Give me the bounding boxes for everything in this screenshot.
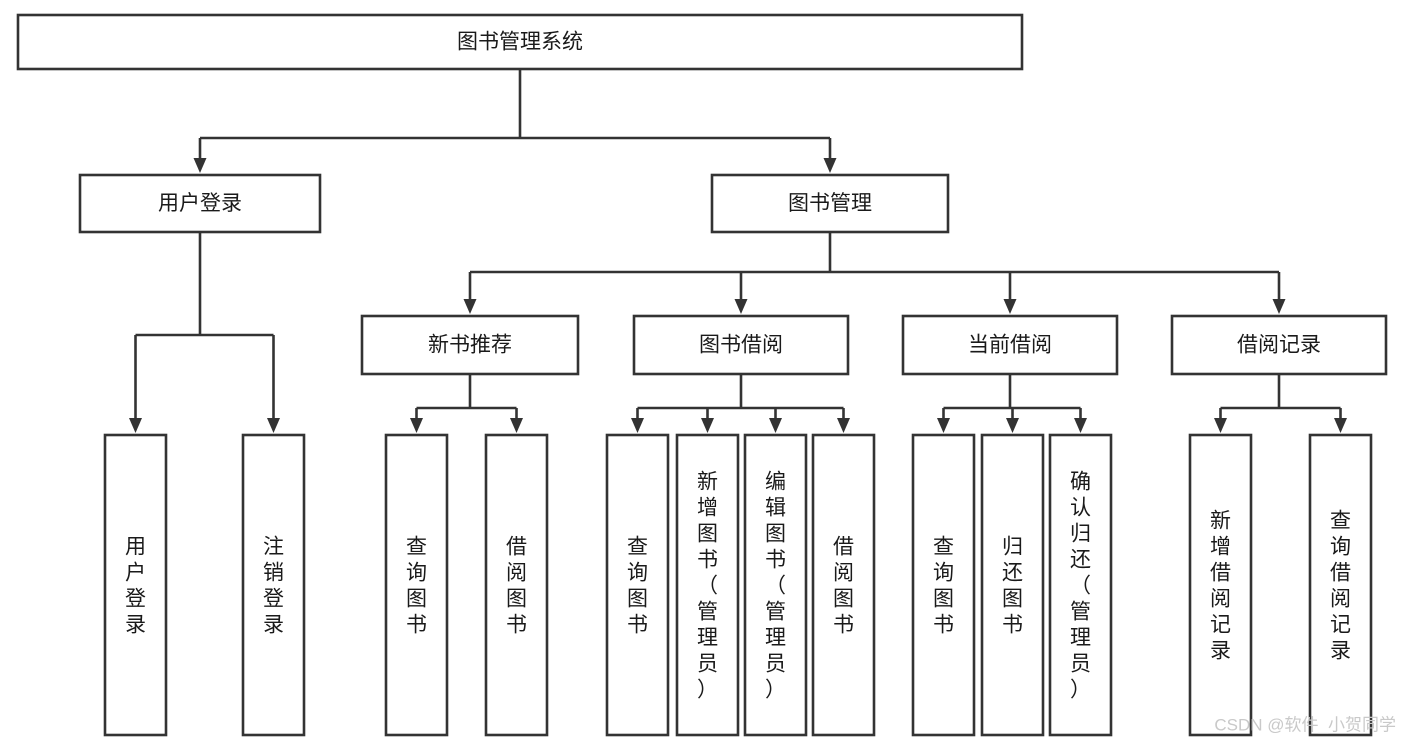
node-box-leaf-logout	[241, 433, 306, 737]
node-label-leaf-query-book-1: 查询图书	[406, 535, 427, 636]
arrow-head-borrow-record	[1272, 299, 1286, 314]
node-label-leaf-add-borrow-record: 新增借阅记录	[1210, 509, 1231, 662]
arrow-head-new-book-recommend	[463, 299, 477, 314]
node-box-user-login	[78, 173, 322, 234]
node-book-borrow[interactable]: 图书借阅	[632, 314, 850, 376]
node-leaf-borrow-book-2[interactable]: 借阅图书	[811, 433, 876, 737]
node-box-leaf-confirm-return-admin	[1048, 433, 1113, 737]
arrow-head-leaf-confirm-return-admin	[1074, 418, 1087, 433]
node-label-user-login: 用户登录	[158, 192, 242, 215]
node-label-borrow-record: 借阅记录	[1237, 334, 1321, 357]
arrow-head-leaf-edit-book-admin	[769, 418, 782, 433]
node-label-leaf-logout: 注销登录	[263, 535, 284, 636]
node-label-leaf-borrow-book-2: 借阅图书	[833, 535, 854, 636]
node-root[interactable]: 图书管理系统	[16, 13, 1024, 71]
node-box-root	[16, 13, 1024, 71]
arrow-head-leaf-query-book-3	[937, 418, 950, 433]
arrow-head-leaf-query-book-2	[631, 418, 644, 433]
arrow-head-current-borrow	[1003, 299, 1017, 314]
node-label-leaf-add-book-admin: 新增图书（管理员）	[697, 470, 718, 701]
node-label-leaf-confirm-return-admin: 确认归还（管理员）	[1070, 470, 1091, 701]
arrow-head-leaf-borrow-book-1	[510, 418, 523, 433]
node-leaf-query-book-1[interactable]: 查询图书	[384, 433, 449, 737]
node-label-new-book-recommend: 新书推荐	[428, 334, 512, 357]
arrow-head-user-login	[193, 158, 207, 173]
node-box-leaf-query-book-1	[384, 433, 449, 737]
node-leaf-edit-book-admin[interactable]: 编辑图书（管理员）	[743, 433, 808, 737]
node-label-leaf-query-borrow-record: 查询借阅记录	[1330, 509, 1351, 662]
arrow-head-leaf-user-login	[129, 418, 142, 433]
node-label-leaf-user-login: 用户登录	[125, 535, 146, 636]
node-leaf-confirm-return-admin[interactable]: 确认归还（管理员）	[1048, 433, 1113, 737]
arrow-head-leaf-return-book	[1006, 418, 1019, 433]
node-leaf-return-book[interactable]: 归还图书	[980, 433, 1045, 737]
node-label-leaf-query-book-2: 查询图书	[627, 535, 648, 636]
node-box-leaf-query-borrow-record	[1308, 433, 1373, 737]
node-leaf-borrow-book-1[interactable]: 借阅图书	[484, 433, 549, 737]
node-box-new-book-recommend	[360, 314, 580, 376]
node-label-leaf-query-book-3: 查询图书	[933, 535, 954, 636]
node-label-book-manage: 图书管理	[788, 192, 872, 215]
nodes-layer: 图书管理系统用户登录图书管理新书推荐图书借阅当前借阅借阅记录用户登录注销登录查询…	[16, 13, 1388, 737]
node-new-book-recommend[interactable]: 新书推荐	[360, 314, 580, 376]
node-label-current-borrow: 当前借阅	[968, 334, 1052, 357]
node-label-leaf-edit-book-admin: 编辑图书（管理员）	[765, 470, 786, 701]
node-current-borrow[interactable]: 当前借阅	[901, 314, 1119, 376]
node-label-leaf-return-book: 归还图书	[1002, 535, 1023, 636]
arrow-head-book-borrow	[734, 299, 748, 314]
node-label-root: 图书管理系统	[457, 31, 583, 54]
arrow-head-leaf-query-borrow-record	[1334, 418, 1347, 433]
node-box-leaf-add-book-admin	[675, 433, 740, 737]
node-box-borrow-record	[1170, 314, 1388, 376]
arrow-head-book-manage	[823, 158, 837, 173]
node-box-leaf-user-login	[103, 433, 168, 737]
arrow-head-leaf-logout	[267, 418, 280, 433]
node-leaf-user-login[interactable]: 用户登录	[103, 433, 168, 737]
node-leaf-logout[interactable]: 注销登录	[241, 433, 306, 737]
arrow-head-leaf-query-book-1	[410, 418, 423, 433]
node-borrow-record[interactable]: 借阅记录	[1170, 314, 1388, 376]
node-box-book-manage	[710, 173, 950, 234]
node-box-leaf-query-book-3	[911, 433, 976, 737]
node-box-leaf-borrow-book-1	[484, 433, 549, 737]
node-label-book-borrow: 图书借阅	[699, 334, 783, 357]
node-leaf-query-book-3[interactable]: 查询图书	[911, 433, 976, 737]
node-book-manage[interactable]: 图书管理	[710, 173, 950, 234]
arrow-head-leaf-add-borrow-record	[1214, 418, 1227, 433]
node-box-leaf-edit-book-admin	[743, 433, 808, 737]
node-box-leaf-return-book	[980, 433, 1045, 737]
node-leaf-add-borrow-record[interactable]: 新增借阅记录	[1188, 433, 1253, 737]
arrow-head-leaf-add-book-admin	[701, 418, 714, 433]
node-leaf-query-borrow-record[interactable]: 查询借阅记录	[1308, 433, 1373, 737]
node-box-leaf-borrow-book-2	[811, 433, 876, 737]
arrow-head-leaf-borrow-book-2	[837, 418, 850, 433]
node-box-book-borrow	[632, 314, 850, 376]
watermark-label: CSDN @软件_小贺同学	[1214, 715, 1396, 734]
node-user-login[interactable]: 用户登录	[78, 173, 322, 234]
node-leaf-add-book-admin[interactable]: 新增图书（管理员）	[675, 433, 740, 737]
node-box-leaf-add-borrow-record	[1188, 433, 1253, 737]
node-box-leaf-query-book-2	[605, 433, 670, 737]
node-leaf-query-book-2[interactable]: 查询图书	[605, 433, 670, 737]
node-label-leaf-borrow-book-1: 借阅图书	[506, 535, 527, 636]
edges-layer	[129, 69, 1347, 433]
node-box-current-borrow	[901, 314, 1119, 376]
